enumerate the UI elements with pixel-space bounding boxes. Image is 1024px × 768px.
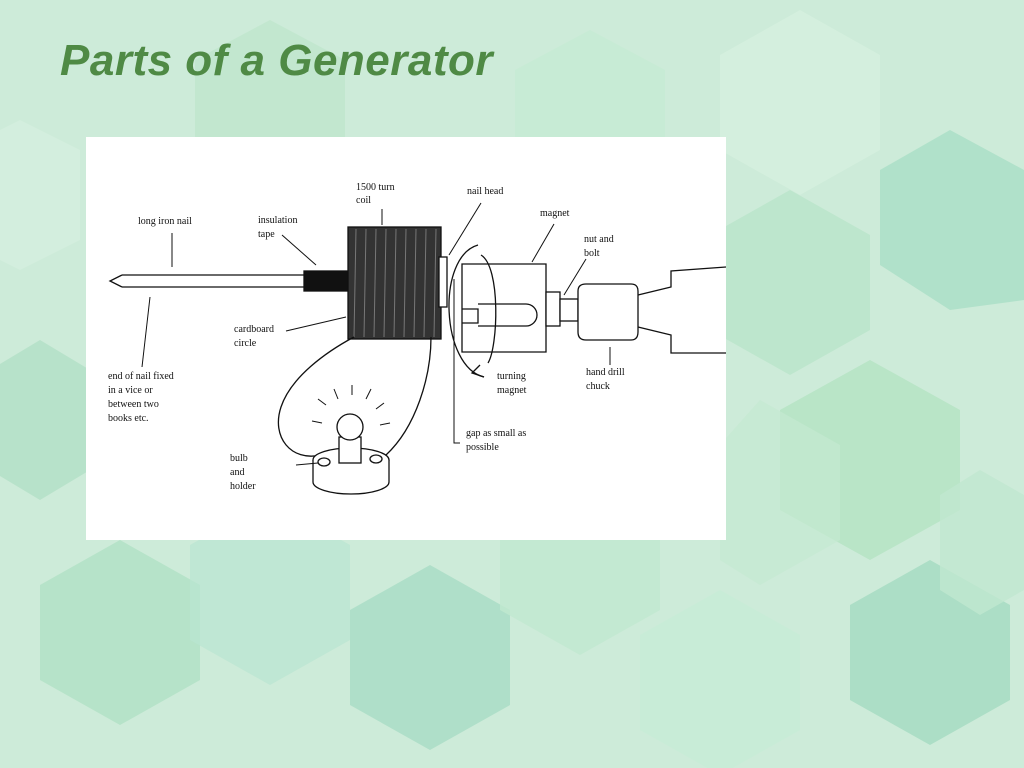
bulb-holder	[312, 413, 390, 495]
magnet-slot	[478, 303, 538, 327]
hand-drill-body	[637, 266, 726, 354]
label-nail-head: nail head	[467, 186, 503, 197]
wire-loop	[277, 336, 355, 457]
gap-leader	[453, 279, 460, 444]
magnet	[461, 263, 547, 353]
label-bulb-holder-line3: holder	[230, 481, 256, 492]
drill-chuck	[577, 283, 639, 341]
label-insulation-tape: insulation	[258, 215, 297, 226]
coil	[347, 226, 442, 340]
label-insulation-tape-line2: tape	[258, 229, 275, 240]
label-cardboard-circle: cardboard	[234, 324, 274, 335]
label-bulb-holder: bulb	[230, 453, 248, 464]
slide-title: Parts of a Generator	[60, 36, 494, 85]
turning-arrow-head	[480, 254, 497, 364]
bulb-rays	[311, 385, 391, 426]
diagram-drawing: long iron nail insulation tape 1500 turn…	[108, 182, 726, 495]
label-nut-and-bolt-line2: bolt	[584, 248, 600, 259]
label-nut-and-bolt: nut and	[584, 234, 614, 245]
label-end-of-nail-line3: between two	[108, 399, 159, 410]
label-end-of-nail-line2: in a vice or	[108, 385, 153, 396]
diagram-labels: long iron nail insulation tape 1500 turn…	[108, 182, 625, 492]
label-gap: gap as small as	[466, 428, 526, 439]
leader-lines	[141, 202, 611, 466]
wire-loop-right	[385, 336, 432, 456]
insulation-tape	[303, 270, 349, 292]
label-gap-line2: possible	[466, 442, 499, 453]
nut	[545, 291, 561, 327]
label-hand-drill-chuck: hand drill	[586, 367, 625, 378]
label-long-iron-nail: long iron nail	[138, 216, 192, 227]
label-end-of-nail-line4: books etc.	[108, 413, 149, 424]
label-coil: 1500 turn	[356, 182, 395, 193]
bolt	[559, 298, 579, 322]
nail-tip	[108, 274, 123, 288]
label-turning-magnet: turning	[497, 371, 526, 382]
label-end-of-nail: end of nail fixed	[108, 371, 174, 382]
generator-diagram: long iron nail insulation tape 1500 turn…	[86, 137, 726, 540]
nail-head	[438, 256, 448, 308]
label-magnet: magnet	[540, 208, 570, 219]
label-coil-line2: coil	[356, 195, 371, 206]
arrow-tip	[470, 364, 485, 378]
label-cardboard-circle-line2: circle	[234, 338, 257, 349]
label-turning-magnet-line2: magnet	[497, 385, 527, 396]
turning-arrow	[448, 244, 485, 378]
label-hand-drill-chuck-line2: chuck	[586, 381, 610, 392]
label-bulb-holder-line2: and	[230, 467, 244, 478]
